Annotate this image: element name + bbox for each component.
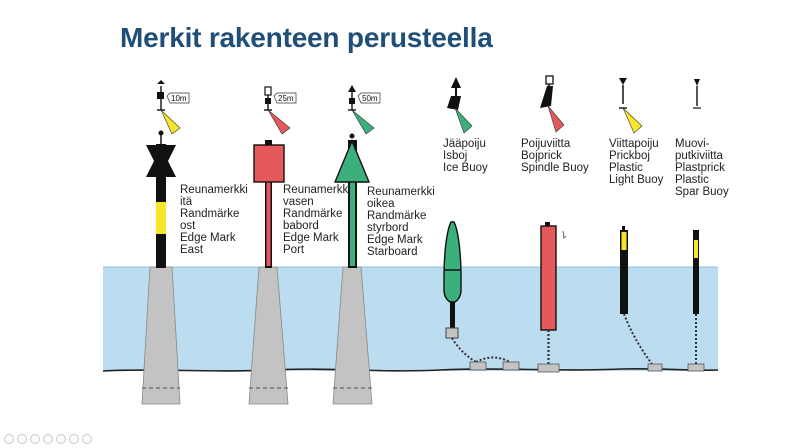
label-line: Viittapoiju [609,138,659,150]
navigation-toolbar-icon[interactable] [43,434,53,444]
light-buoy [619,78,663,372]
port-edge-mark: 25m [248,86,297,405]
label-spar-buoy: Muovi- putkiviitta Plastprick Plastic Sp… [675,138,729,198]
sector-light-icon [447,77,473,134]
label-line: Jääpoiju [443,138,486,150]
navigation-toolbar-icon[interactable] [56,434,66,444]
label-line: Reunamerkki [180,184,248,196]
spindle-buoy [537,75,567,373]
label-line: Ice Buoy [443,162,488,174]
label-ice-buoy: Jääpoiju Isboj Ice Buoy [443,138,488,174]
label-line: East [180,244,204,256]
slide-title: Merkit rakenteen perusteella [120,22,493,53]
label-east: Reunamerkki itä Randmärke ost Edge Mark … [180,184,248,256]
navigation-toolbar-icon[interactable] [17,434,27,444]
label-line: babord [283,220,319,232]
label-line: Bojprick [521,150,562,162]
ice-buoy [443,77,520,371]
sector-light-icon: 25m [264,86,297,135]
port-topmark [253,144,285,183]
label-line: Spindle Buoy [521,162,589,174]
label-line: Plastic [609,162,643,174]
ice-buoy-body [443,221,462,303]
navigation-toolbar-icon[interactable] [82,434,92,444]
label-line: putkiviitta [675,150,723,162]
label-line: oikea [367,198,395,210]
label-line: itä [180,196,193,208]
label-light-buoy: Viittapoiju Prickboj Plastic Light Buoy [609,138,663,186]
navigation-toolbar-icon[interactable] [69,434,79,444]
label-line: Edge Mark [367,234,423,246]
seabed-line [102,368,719,372]
label-line: styrbord [367,222,409,234]
label-line: Reunamerkki [283,184,351,196]
sector-light-icon [693,79,701,109]
label-line: Randmärke [367,210,427,222]
label-spindle-buoy: Poijuviitta Bojprick Spindle Buoy [521,138,589,174]
label-line: Poijuviitta [521,138,571,150]
label-line: Spar Buoy [675,186,729,198]
navigation-toolbar-icon[interactable] [30,434,40,444]
label-line: Port [283,244,305,256]
sector-light-icon [619,78,643,134]
east-edge-mark: 10m [141,80,190,405]
label-line: Edge Mark [283,232,339,244]
label-line: Plastprick [675,162,725,174]
range-label-50m: 50m [362,94,378,103]
label-line: Reunamerkki [367,186,435,198]
label-line: ost [180,220,196,232]
label-line: Prickboj [609,150,650,162]
spindle-buoy-body [540,225,557,331]
sector-light-icon: 50m [348,85,381,135]
water-area [103,267,718,371]
label-line: Plastic [675,174,709,186]
label-line: Light Buoy [609,174,664,186]
label-line: Isboj [443,150,468,162]
range-label-10m: 10m [171,94,187,103]
label-line: Edge Mark [180,232,236,244]
spar-buoy-body [693,230,699,314]
east-topmark [146,145,176,177]
starboard-topmark [333,139,371,183]
label-line: vasen [283,196,314,208]
label-starboard: Reunamerkki oikea Randmärke styrbord Edg… [367,186,435,258]
label-line: Starboard [367,246,418,258]
label-line: Randmärke [283,208,343,220]
spar-buoy [687,79,705,372]
label-line: Randmärke [180,208,240,220]
sector-light-icon [540,75,565,133]
label-line: Muovi- [675,138,710,150]
range-label-25m: 25m [278,94,294,103]
presentation-toolbar [4,434,92,446]
label-port: Reunamerkki vasen Randmärke babord Edge … [283,184,351,256]
navigation-toolbar-icon[interactable] [4,434,14,444]
sector-light-icon: 10m [157,80,190,135]
light-buoy-body [620,230,628,314]
starboard-edge-mark: 50m [332,85,381,405]
